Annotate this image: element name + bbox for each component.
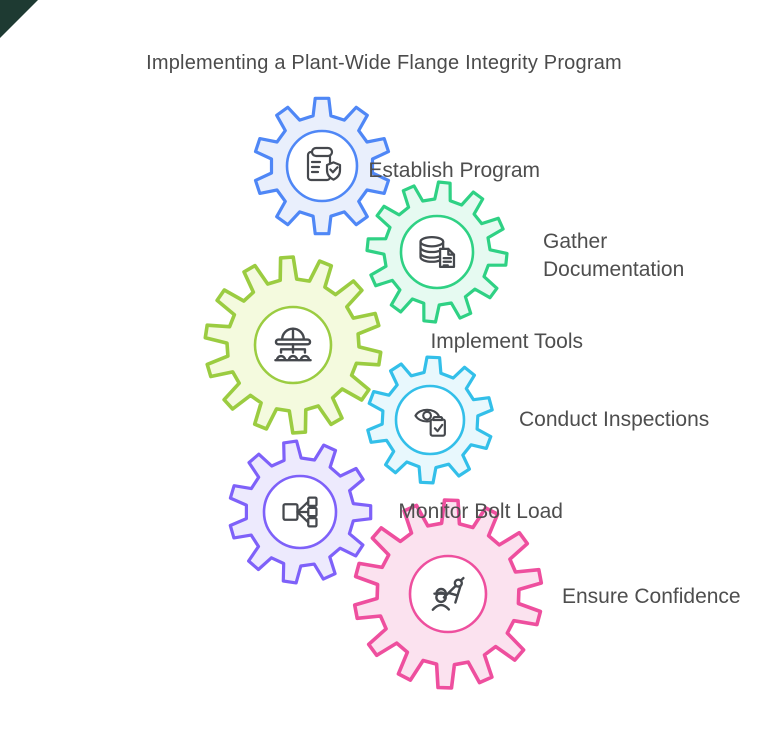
engineer-compass-icon: [431, 576, 465, 611]
eye-checklist-icon: [414, 408, 446, 437]
gear-gather-documentation: [365, 180, 509, 324]
bolt-fanout-icon: [282, 496, 318, 528]
clipboard-check-icon: [306, 146, 342, 182]
label-establish-program: Establish Program: [368, 159, 540, 182]
page-title: Implementing a Plant-Wide Flange Integri…: [146, 52, 622, 74]
label-implement-tools: Implement Tools: [430, 330, 583, 353]
gear-implement-tools: [203, 255, 383, 435]
corner-accent: [0, 0, 38, 38]
database-document-icon: [419, 235, 456, 269]
label-ensure-confidence: Ensure Confidence: [562, 585, 741, 608]
gear-monitor-bolt-load: [228, 439, 373, 585]
gear-establish-program: [253, 96, 391, 236]
label-gather-documentation: Gather Documentation: [543, 230, 685, 281]
gear-conduct-inspections: [366, 355, 494, 485]
label-conduct-inspections: Conduct Inspections: [519, 408, 710, 431]
hard-hat-deploy-icon: [274, 327, 312, 362]
gear-ensure-confidence: [352, 498, 544, 690]
label-monitor-bolt-load: Monitor Bolt Load: [398, 500, 563, 523]
